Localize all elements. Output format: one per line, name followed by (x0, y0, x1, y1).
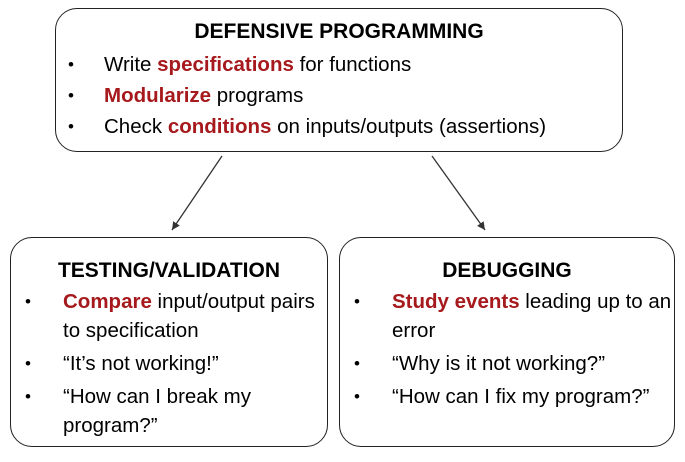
item-text: programs (211, 84, 304, 107)
list-item: • Write specifications for functions (68, 51, 618, 79)
list-item: • Compare input/output pairs to specific… (25, 287, 323, 345)
highlight-text: Modularize (104, 84, 212, 107)
debugging-box: DEBUGGING • Study events leading up to a… (339, 237, 675, 447)
bullet-list: • Study events leading up to an error • … (354, 287, 672, 415)
list-item: • “Why is it not working?” (354, 349, 672, 378)
bullet-icon: • (68, 117, 74, 136)
box-title: DEFENSIVE PROGRAMMING (194, 20, 484, 43)
box-title: TESTING/VALIDATION (57, 259, 281, 282)
list-item: • “How can I fix my program?” (354, 382, 672, 411)
arrow-to-testing (171, 155, 223, 231)
list-item: • Study events leading up to an error (354, 287, 672, 345)
item-text: on inputs/outputs (assertions) (271, 115, 547, 138)
item-text: “How can I break my program?” (63, 385, 251, 437)
bullet-list: • Compare input/output pairs to specific… (25, 287, 323, 444)
bullet-icon: • (68, 55, 74, 74)
bullet-icon: • (354, 387, 360, 406)
defensive-programming-box: DEFENSIVE PROGRAMMING • Write specificat… (55, 8, 623, 152)
list-item: • Check conditions on inputs/outputs (as… (68, 113, 618, 141)
bullet-icon: • (25, 292, 31, 311)
testing-validation-box: TESTING/VALIDATION • Compare input/outpu… (10, 237, 328, 447)
item-text: Write (104, 53, 158, 76)
bullet-icon: • (68, 86, 74, 105)
item-text: “Why is it not working?” (392, 352, 606, 375)
bullet-icon: • (25, 354, 31, 373)
item-text: input/output pairs to specification (63, 290, 315, 342)
highlight-text: specifications (157, 53, 294, 76)
bullet-list: • Write specifications for functions • M… (68, 51, 618, 144)
box-title: DEBUGGING (442, 259, 572, 282)
item-text: leading up to an error (392, 290, 672, 342)
arrow-to-debugging (431, 155, 486, 231)
item-text: “How can I fix my program?” (392, 385, 650, 408)
highlight-text: Compare (63, 290, 152, 313)
list-item: • Modularize programs (68, 82, 618, 110)
highlight-text: Study events (392, 290, 520, 313)
bullet-icon: • (25, 387, 31, 406)
bullet-icon: • (354, 292, 360, 311)
list-item: • “It’s not working!” (25, 349, 323, 378)
highlight-text: conditions (167, 115, 272, 138)
item-text: Check (104, 115, 168, 138)
item-text: “It’s not working!” (63, 352, 219, 375)
list-item: • “How can I break my program?” (25, 382, 323, 440)
item-text: for functions (293, 53, 412, 76)
bullet-icon: • (354, 354, 360, 373)
